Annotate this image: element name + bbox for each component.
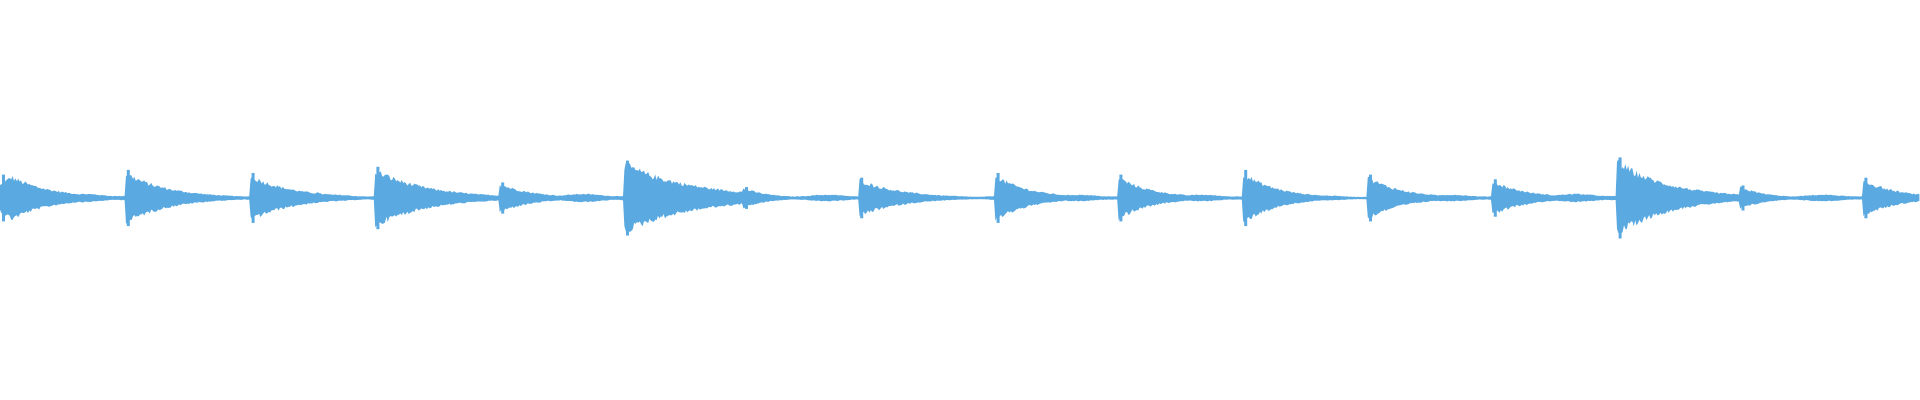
waveform-onset-0 [2, 174, 5, 222]
waveform-onset-14 [1741, 185, 1745, 211]
waveform-onset-4 [501, 182, 505, 214]
waveform-onset-8 [996, 173, 1000, 223]
waveform-onset-11 [1369, 174, 1372, 222]
waveform-onset-6 [745, 187, 748, 209]
waveform-onset-15 [1864, 177, 1868, 219]
waveform-onset-10 [1244, 169, 1248, 227]
waveform-onset-7 [860, 177, 864, 219]
waveform-onset-9 [1119, 174, 1123, 222]
waveform-onset-3 [376, 166, 380, 230]
waveform-onset-2 [251, 173, 255, 223]
waveform-bars [0, 157, 1920, 239]
waveform-envelope [0, 159, 1920, 234]
waveform-onset-13 [1618, 157, 1622, 239]
waveform-onset-1 [126, 169, 130, 227]
waveform-onset-5 [626, 160, 629, 236]
waveform-onset-12 [1493, 179, 1497, 217]
